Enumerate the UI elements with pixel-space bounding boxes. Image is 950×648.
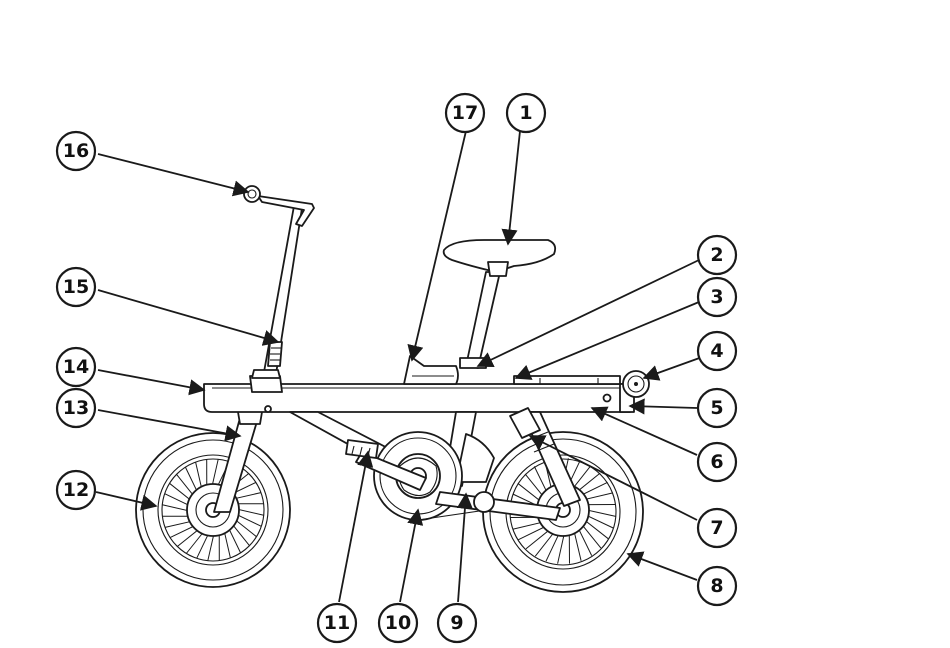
callout-17: 17 [446, 94, 484, 132]
leader-1 [508, 131, 520, 244]
callout-8: 8 [698, 567, 736, 605]
bell [244, 186, 260, 202]
callout-10: 10 [379, 604, 417, 642]
chain-tensioner [474, 492, 494, 512]
callout-15-number: 15 [63, 276, 89, 298]
leader-15 [98, 290, 278, 342]
leader-14 [98, 370, 204, 390]
leader-13 [98, 410, 240, 436]
callout-2-number: 2 [710, 244, 723, 266]
leader-9 [458, 494, 466, 602]
callout-7-number: 7 [710, 517, 723, 539]
callout-11-number: 11 [324, 612, 350, 634]
leader-4 [644, 356, 705, 378]
callout-6-number: 6 [710, 451, 723, 473]
callout-5: 5 [698, 389, 736, 427]
fold-latch [404, 356, 458, 384]
callout-16-number: 16 [63, 140, 89, 162]
callout-16: 16 [57, 132, 95, 170]
seat-clamp [460, 358, 486, 368]
callout-8-number: 8 [710, 575, 723, 597]
callout-10-number: 10 [385, 612, 411, 634]
handlebar [258, 196, 314, 226]
leader-16 [98, 154, 248, 192]
callout-13-number: 13 [63, 397, 89, 419]
callout-1: 1 [507, 94, 545, 132]
leader-8 [628, 554, 697, 580]
leader-5 [630, 406, 697, 408]
callout-5-number: 5 [710, 397, 723, 419]
callout-1-number: 1 [519, 102, 532, 124]
callout-3: 3 [698, 278, 736, 316]
leader-10 [400, 510, 418, 602]
callout-4: 4 [698, 332, 736, 370]
callout-4-number: 4 [710, 340, 723, 362]
leader-3 [516, 302, 699, 378]
callout-3-number: 3 [710, 286, 723, 308]
callout-17-number: 17 [452, 102, 478, 124]
front-wheel [136, 433, 290, 587]
leader-11 [339, 452, 368, 602]
callout-2: 2 [698, 236, 736, 274]
callout-12-number: 12 [63, 479, 89, 501]
callout-9: 9 [438, 604, 476, 642]
bicycle-illustration [136, 186, 649, 592]
leader-2 [478, 260, 699, 366]
callout-14-number: 14 [63, 356, 89, 378]
rear-rack [514, 376, 620, 384]
callout-11: 11 [318, 604, 356, 642]
callout-15: 15 [57, 268, 95, 306]
callout-7: 7 [698, 509, 736, 547]
callout-13: 13 [57, 389, 95, 427]
callout-12: 12 [57, 471, 95, 509]
seat-post [466, 272, 500, 368]
callout-6: 6 [698, 443, 736, 481]
callout-9-number: 9 [450, 612, 463, 634]
callout-14: 14 [57, 348, 95, 386]
